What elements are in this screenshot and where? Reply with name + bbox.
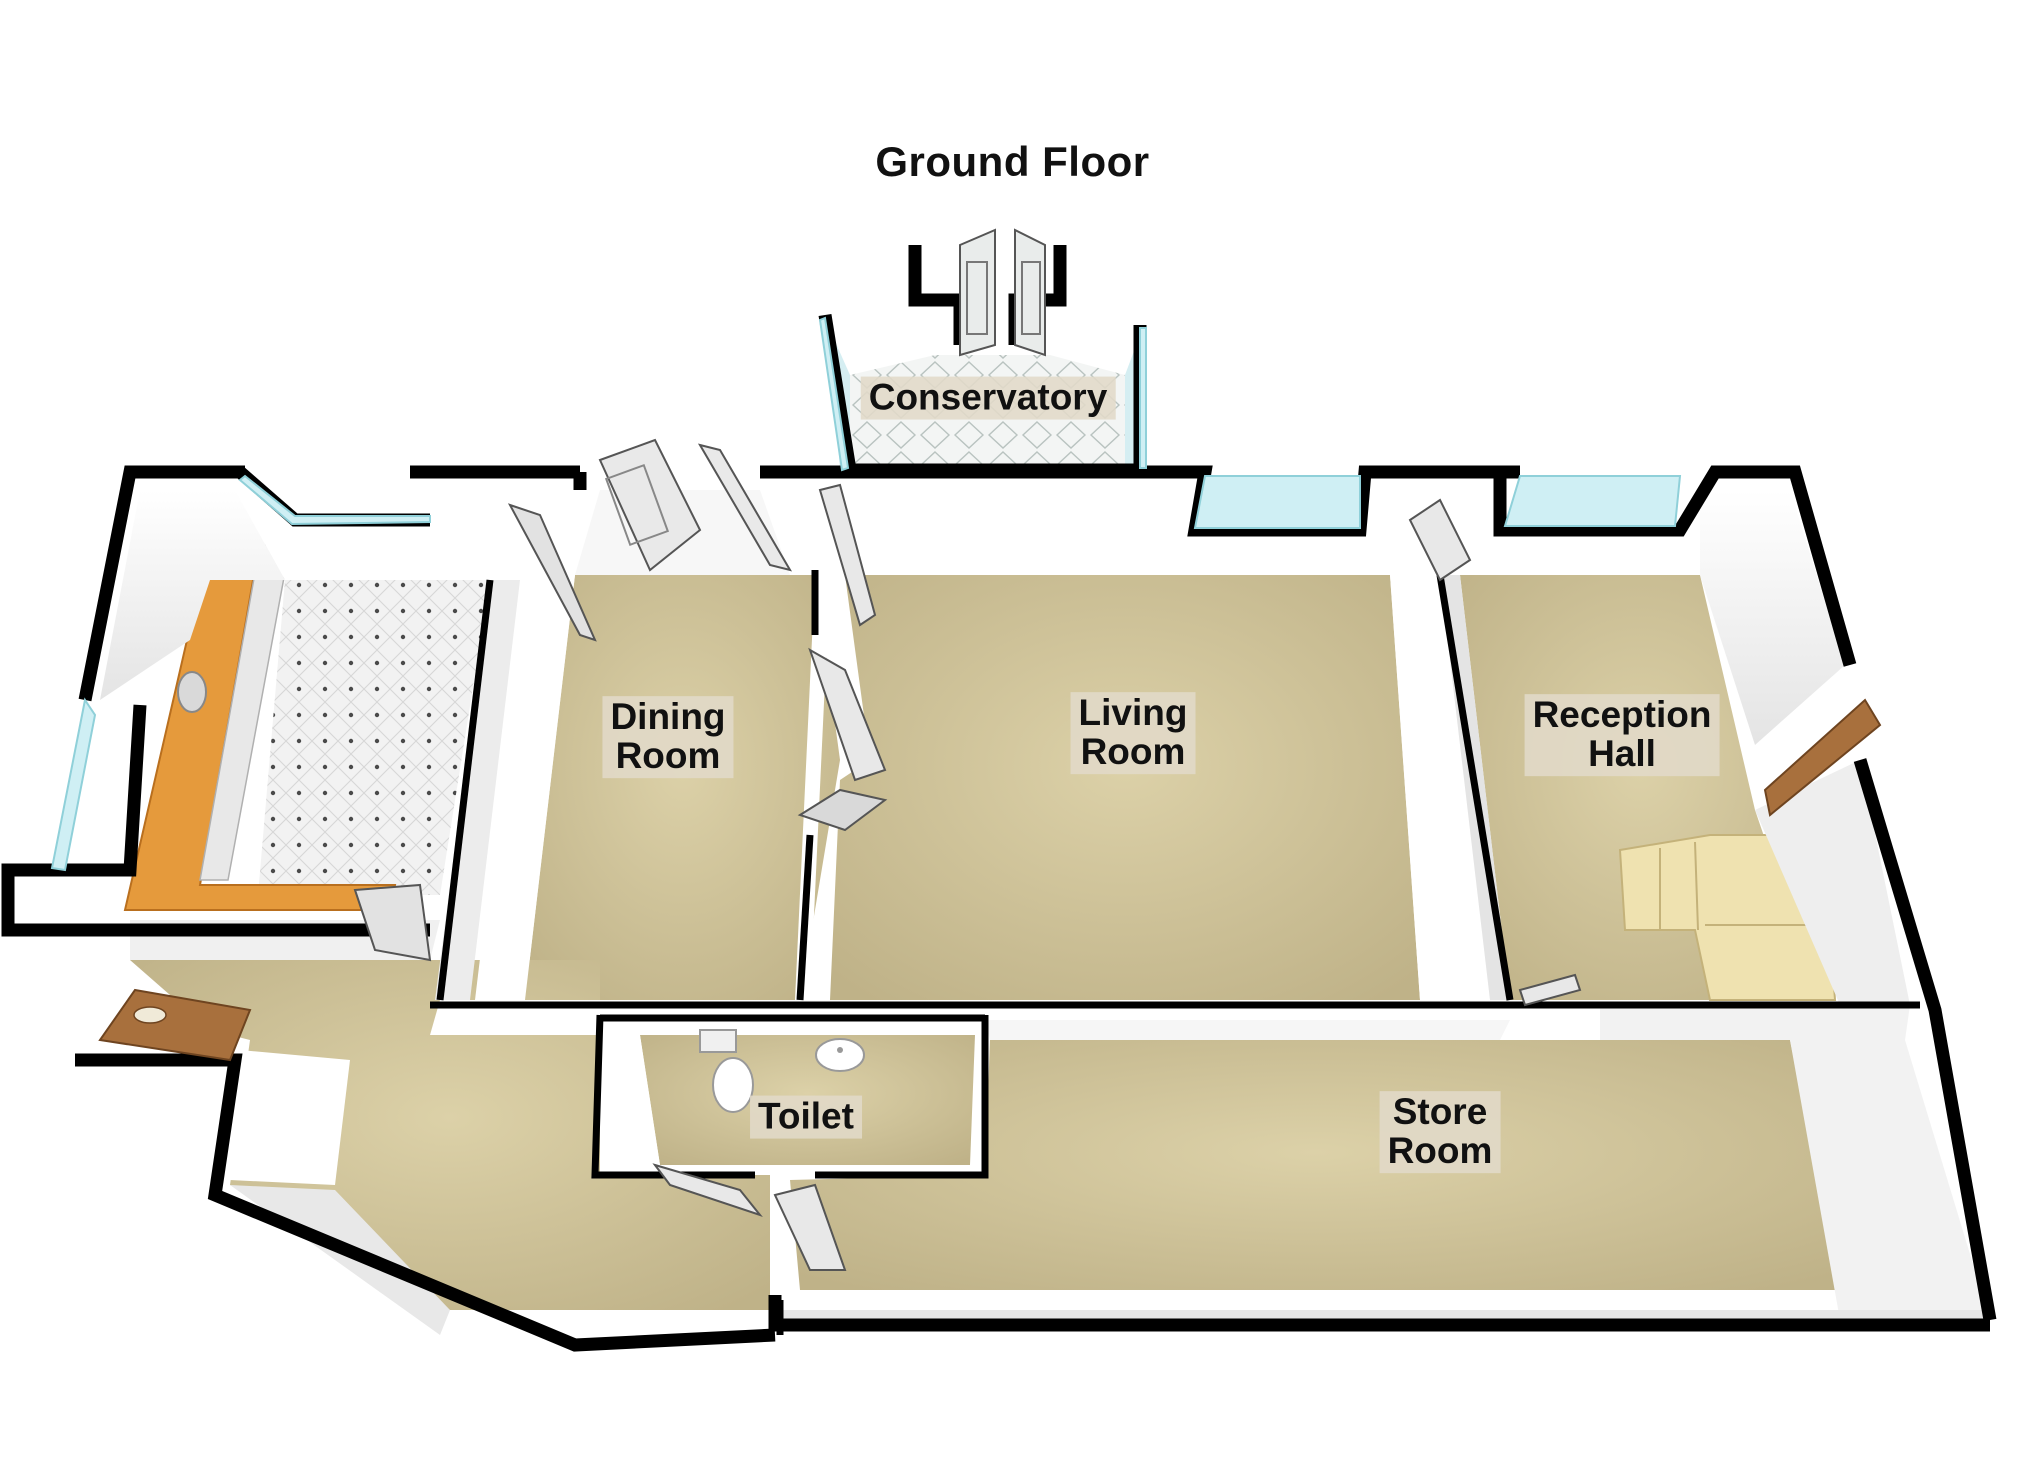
entrance-door-glass	[133, 1006, 167, 1024]
room-label-reception-hall: Reception Hall	[1524, 694, 1720, 776]
interior-walls	[430, 570, 1920, 1335]
wall-face	[1390, 575, 1490, 1000]
wall-face	[100, 490, 285, 700]
staircase	[1618, 834, 1837, 1001]
room-label-store-room: Store Room	[1379, 1091, 1501, 1173]
room-label-dining-room: Dining Room	[602, 696, 734, 778]
room-label-conservatory: Conservatory	[860, 376, 1116, 420]
entrance-door	[98, 988, 252, 1062]
dining-patio-doors	[598, 438, 793, 572]
wall-face	[435, 580, 520, 1000]
dining-room-floor	[525, 575, 840, 1000]
wall-face	[1600, 1005, 1910, 1040]
wall-face	[475, 575, 575, 1000]
glazed-doors	[353, 483, 1582, 1271]
toilet-fixtures	[699, 1029, 865, 1113]
room-label-living-room: Living Room	[1070, 692, 1196, 774]
wall-face	[230, 1050, 350, 1185]
kitchen-floor	[258, 580, 490, 895]
wall-face	[430, 1000, 600, 1035]
reception-door	[1763, 698, 1882, 817]
kitchen-sink	[177, 671, 207, 713]
conservatory-doors	[959, 228, 1046, 357]
wall-face	[985, 1020, 1510, 1040]
living-room-floor	[830, 575, 1420, 1000]
floor-title: Ground Floor	[875, 138, 1150, 185]
wall-face	[1790, 1040, 1990, 1320]
store-room-floor	[790, 1040, 1840, 1290]
wall-face	[830, 490, 1390, 575]
entrance-lobby-floor	[130, 960, 770, 1310]
room-label-toilet: Toilet	[750, 1095, 862, 1139]
wall-face	[600, 1035, 660, 1165]
windows	[50, 316, 1682, 872]
wall-face	[1700, 490, 1845, 745]
wall-face	[1755, 760, 1910, 1005]
